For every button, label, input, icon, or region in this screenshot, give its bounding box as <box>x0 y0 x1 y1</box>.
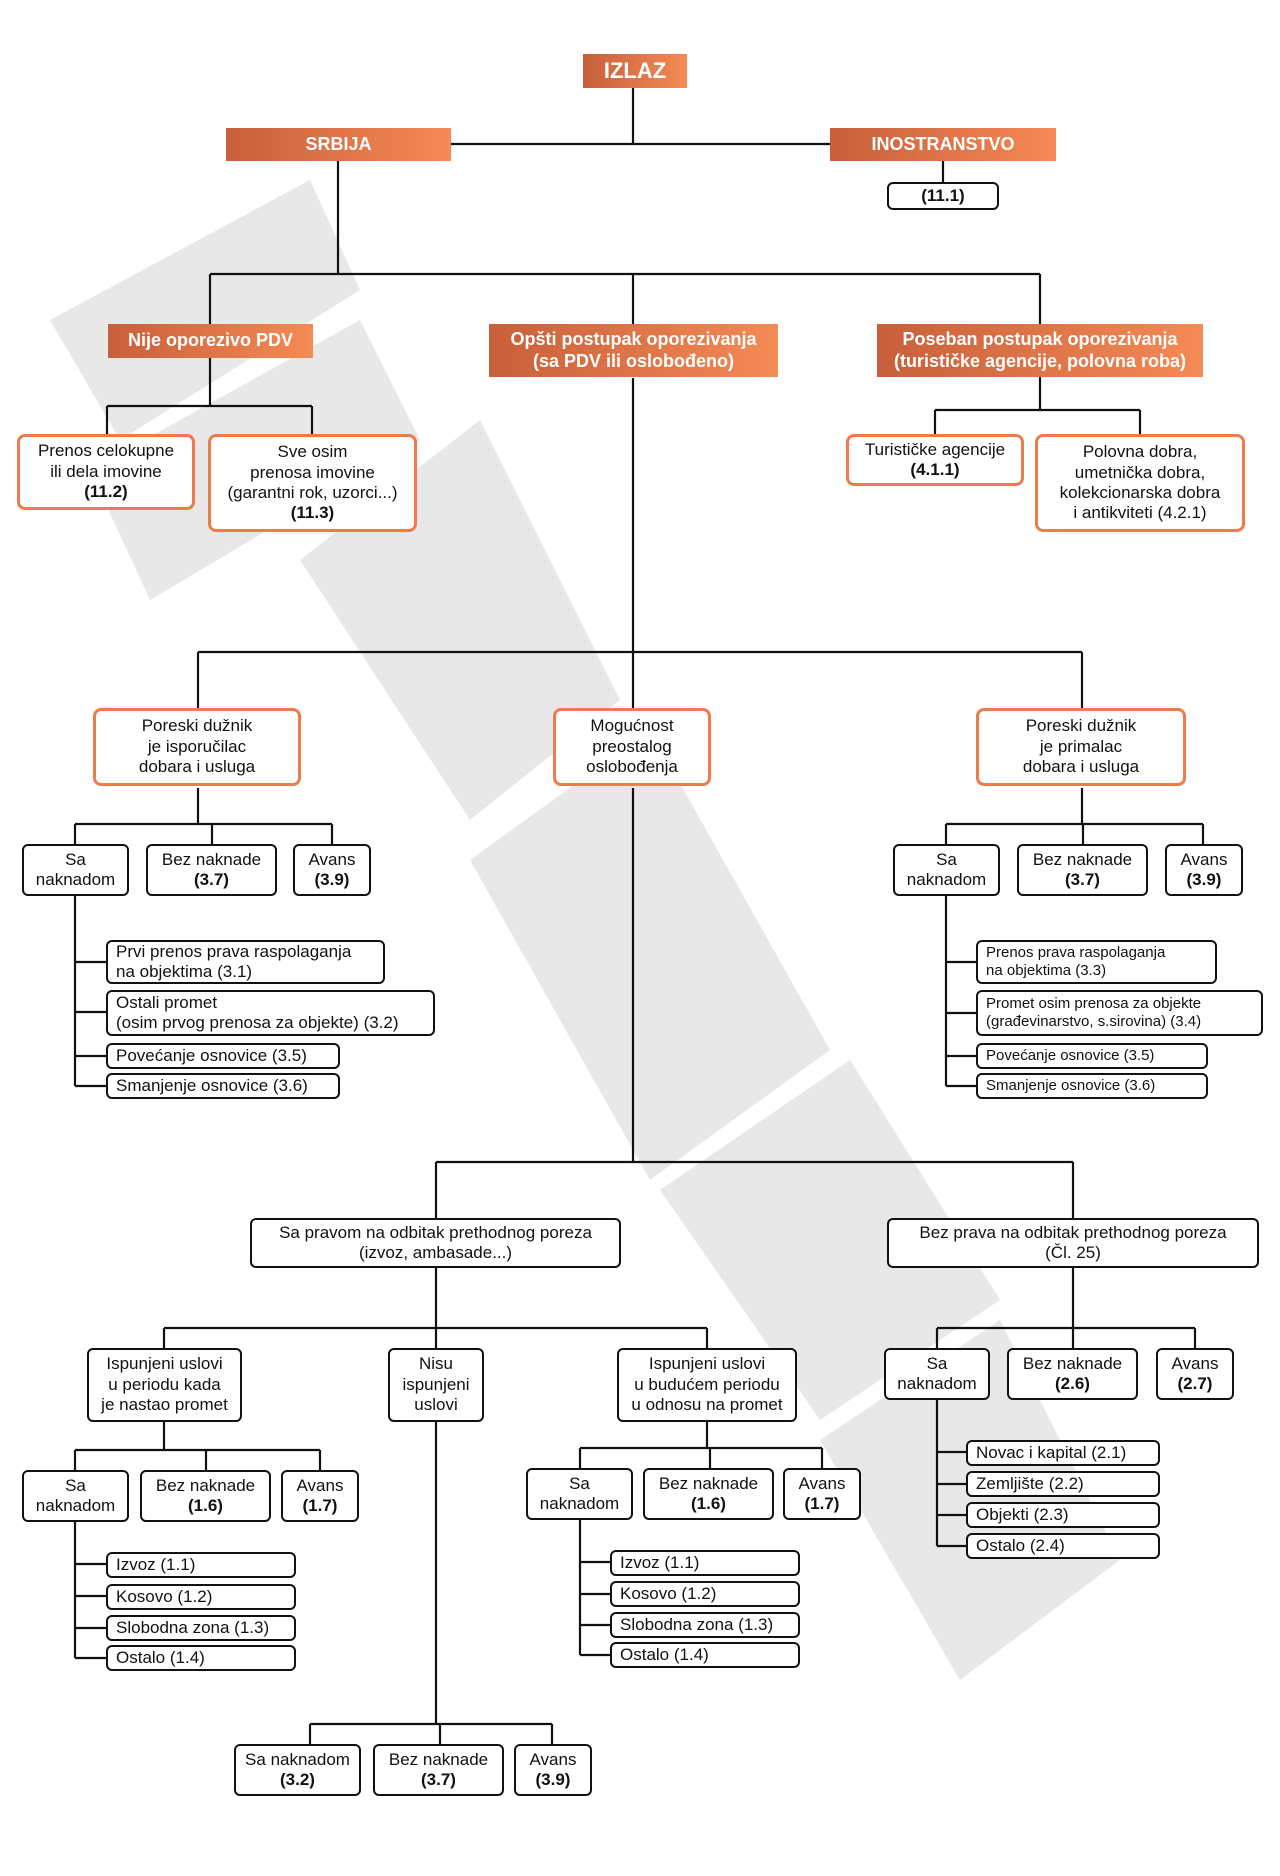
node-a-item-3: Slobodna zona (1.3) <box>106 1615 296 1641</box>
node-c-item-3: Slobodna zona (1.3) <box>610 1612 800 1638</box>
node-left-item-2: Ostali promet (osim prvog prenosa za obj… <box>106 990 435 1036</box>
node-a-item-2: Kosovo (1.2) <box>106 1584 296 1610</box>
node-c-item-1: Izvoz (1.1) <box>610 1550 800 1576</box>
node-bp-avans: Avans (2.7) <box>1156 1348 1234 1400</box>
node-prenos-celokupne: Prenos celokupne ili dela imovine (11.2) <box>17 434 195 510</box>
node-bp-bez-naknade: Bez naknade (2.6) <box>1007 1348 1138 1400</box>
node-c-avans: Avans (1.7) <box>783 1468 861 1520</box>
node-a-avans: Avans (1.7) <box>281 1470 359 1522</box>
node-sve-osim: Sve osim prenosa imovine (garantni rok, … <box>208 434 417 532</box>
node-izlaz: IZLAZ <box>583 54 687 88</box>
node-poseban-postupak: Poseban postupak oporezivanja (turističk… <box>877 324 1203 377</box>
node-c-item-2: Kosovo (1.2) <box>610 1581 800 1607</box>
node-nije-oporezivo: Nije oporezivo PDV <box>108 324 313 358</box>
node-n-sa-naknadom: Sa naknadom (3.2) <box>234 1744 361 1796</box>
node-c-bez-naknade: Bez naknade (1.6) <box>643 1468 774 1520</box>
node-srbija: SRBIJA <box>226 128 451 161</box>
node-a-item-4: Ostalo (1.4) <box>106 1645 296 1671</box>
node-opsti-postupak: Opšti postupak oporezivanja (sa PDV ili … <box>489 324 778 377</box>
node-right-sa-naknadom: Sa naknadom <box>893 844 1000 896</box>
node-bp-item-4: Ostalo (2.4) <box>966 1533 1160 1559</box>
node-nisu-ispunjeni: Nisu ispunjeni uslovi <box>388 1348 484 1422</box>
node-turisticke-agencije: Turističke agencije (4.1.1) <box>846 434 1024 486</box>
node-bez-prava-odbitak: Bez prava na odbitak prethodnog poreza (… <box>887 1218 1259 1268</box>
node-bp-item-2: Zemljište (2.2) <box>966 1471 1160 1497</box>
node-a-bez-naknade: Bez naknade (1.6) <box>140 1470 271 1522</box>
node-right-item-4: Smanjenje osnovice (3.6) <box>976 1073 1208 1099</box>
node-right-bez-naknade: Bez naknade (3.7) <box>1017 844 1148 896</box>
node-right-item-3: Povećanje osnovice (3.5) <box>976 1043 1208 1069</box>
node-bp-item-3: Objekti (2.3) <box>966 1502 1160 1528</box>
node-left-item-4: Smanjenje osnovice (3.6) <box>106 1073 340 1099</box>
node-right-item-2: Promet osim prenosa za objekte (građevin… <box>976 990 1263 1036</box>
node-n-bez-naknade: Bez naknade (3.7) <box>373 1744 504 1796</box>
node-left-item-1: Prvi prenos prava raspolaganja na objekt… <box>106 940 385 984</box>
node-n-avans: Avans (3.9) <box>514 1744 592 1796</box>
node-poreski-primalac: Poreski dužnik je primalac dobara i uslu… <box>976 708 1186 786</box>
node-left-item-3: Povećanje osnovice (3.5) <box>106 1043 340 1069</box>
node-ispunjeni-nastao: Ispunjeni uslovi u periodu kada je nasta… <box>87 1348 242 1422</box>
node-right-item-1: Prenos prava raspolaganja na objektima (… <box>976 940 1217 984</box>
node-c-item-4: Ostalo (1.4) <box>610 1642 800 1668</box>
node-inostranstvo: INOSTRANSTVO <box>830 128 1056 161</box>
node-poreski-isporucilac: Poreski dužnik je isporučilac dobara i u… <box>93 708 301 786</box>
node-c-sa-naknadom: Sa naknadom <box>526 1468 633 1520</box>
node-bp-sa-naknadom: Sa naknadom <box>884 1348 990 1400</box>
node-sa-pravom-odbitak: Sa pravom na odbitak prethodnog poreza (… <box>250 1218 621 1268</box>
node-polovna-dobra: Polovna dobra, umetnička dobra, kolekcio… <box>1035 434 1245 532</box>
node-mogucnost: Mogućnost preostalog oslobođenja <box>553 708 711 786</box>
node-inostranstvo-ref: (11.1) <box>887 182 999 210</box>
node-a-sa-naknadom: Sa naknadom <box>22 1470 129 1522</box>
node-left-sa-naknadom: Sa naknadom <box>22 844 129 896</box>
node-ispunjeni-buducem: Ispunjeni uslovi u budućem periodu u odn… <box>617 1348 797 1422</box>
node-right-avans: Avans (3.9) <box>1165 844 1243 896</box>
node-left-avans: Avans (3.9) <box>293 844 371 896</box>
node-bp-item-1: Novac i kapital (2.1) <box>966 1440 1160 1466</box>
node-a-item-1: Izvoz (1.1) <box>106 1552 296 1578</box>
node-left-bez-naknade: Bez naknade (3.7) <box>146 844 277 896</box>
